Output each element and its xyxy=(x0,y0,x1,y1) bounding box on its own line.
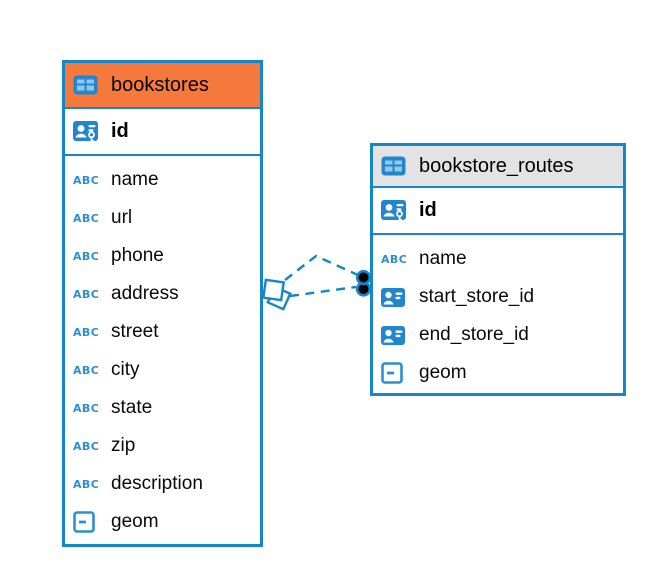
column-row-end-store-id[interactable]: end_store_id xyxy=(373,316,623,354)
relationship-link-upper[interactable] xyxy=(284,254,359,281)
column-row-city[interactable]: ABC city xyxy=(65,351,260,389)
table-header-bookstores[interactable]: bookstores xyxy=(65,63,260,109)
column-name: end_store_id xyxy=(419,324,529,345)
string-type-icon: ABC xyxy=(73,477,100,491)
reference-type-icon xyxy=(381,325,411,345)
table-icon xyxy=(73,75,103,95)
object-type-icon xyxy=(381,362,411,384)
string-type-icon: ABC xyxy=(73,287,100,301)
string-type-icon: ABC xyxy=(73,173,100,187)
column-row-description[interactable]: ABC description xyxy=(65,465,260,503)
column-row-geom[interactable]: geom xyxy=(373,354,623,392)
column-list: ABC name ABC url ABC phone ABC address A… xyxy=(65,156,260,545)
column-row-url[interactable]: ABC url xyxy=(65,199,260,237)
column-name: phone xyxy=(111,245,164,266)
primary-key-icon xyxy=(73,120,103,144)
column-row-address[interactable]: ABC address xyxy=(65,275,260,313)
column-name: city xyxy=(111,359,140,380)
relationship-diamond-marker[interactable] xyxy=(261,278,292,311)
string-type-icon: ABC xyxy=(381,252,408,266)
column-name: address xyxy=(111,283,179,304)
string-type-icon: ABC xyxy=(73,325,100,339)
primary-key-icon xyxy=(381,199,411,223)
relationship-link-lower[interactable] xyxy=(289,285,357,298)
string-type-icon: ABC xyxy=(73,211,100,225)
table-header-bookstore-routes[interactable]: bookstore_routes xyxy=(373,146,623,188)
table-icon xyxy=(381,156,411,176)
primary-key-name: id xyxy=(111,120,129,142)
column-name: start_store_id xyxy=(419,286,535,307)
reference-type-icon xyxy=(381,287,411,307)
column-row-state[interactable]: ABC state xyxy=(65,389,260,427)
column-name: geom xyxy=(111,511,159,532)
object-type-icon xyxy=(73,511,103,533)
string-type-icon: ABC xyxy=(73,249,100,263)
column-row-geom[interactable]: geom xyxy=(65,503,260,541)
primary-key-row[interactable]: id xyxy=(373,188,623,235)
column-name: geom xyxy=(419,362,467,383)
column-row-phone[interactable]: ABC phone xyxy=(65,237,260,275)
column-name: description xyxy=(111,473,203,494)
column-row-start-store-id[interactable]: start_store_id xyxy=(373,278,623,316)
column-row-street[interactable]: ABC street xyxy=(65,313,260,351)
primary-key-row[interactable]: id xyxy=(65,109,260,156)
entity-table-bookstores[interactable]: bookstores id xyxy=(62,60,263,547)
column-name: name xyxy=(111,169,159,190)
string-type-icon: ABC xyxy=(73,363,100,377)
column-name: zip xyxy=(111,435,136,456)
table-title: bookstores xyxy=(111,73,209,96)
relationship-dot-marker[interactable] xyxy=(355,269,372,297)
column-list: ABC name start_store_id xyxy=(373,235,623,396)
column-name: url xyxy=(111,207,133,228)
column-name: street xyxy=(111,321,159,342)
column-row-name[interactable]: ABC name xyxy=(373,240,623,278)
column-name: state xyxy=(111,397,153,418)
column-row-zip[interactable]: ABC zip xyxy=(65,427,260,465)
column-row-name[interactable]: ABC name xyxy=(65,161,260,199)
table-title: bookstore_routes xyxy=(419,154,574,177)
column-name: name xyxy=(419,248,467,269)
string-type-icon: ABC xyxy=(73,401,100,415)
entity-table-bookstore-routes[interactable]: bookstore_routes id xyxy=(370,143,626,396)
primary-key-name: id xyxy=(419,199,437,221)
string-type-icon: ABC xyxy=(73,439,100,453)
